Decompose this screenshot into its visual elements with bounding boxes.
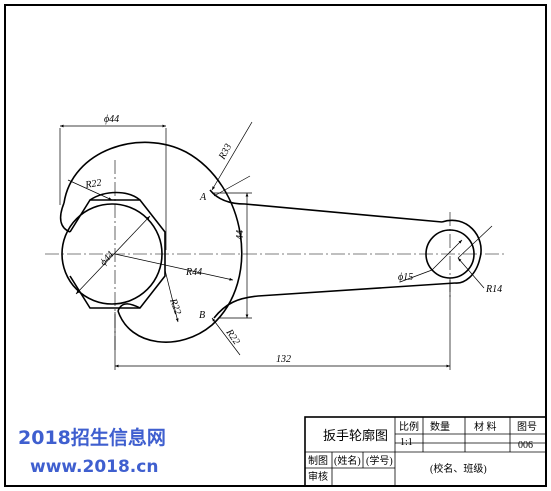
scale-label: 比例	[399, 420, 419, 433]
dim-r-end: R14	[485, 284, 502, 295]
drawing-name: 扳手轮廓图	[323, 428, 388, 443]
dim-r-lower: R22	[223, 327, 242, 347]
quantity-label: 数量	[430, 420, 450, 433]
dim-dia-top: ϕ44	[104, 114, 119, 125]
scale-value: 1:1	[400, 437, 413, 448]
dim-r-top-left: R22	[84, 177, 103, 191]
label-point-a: A	[199, 192, 207, 203]
title-block	[304, 416, 547, 487]
handle-hole	[425, 229, 475, 279]
jaw-hexagon	[69, 199, 166, 309]
handle-bottom-edge	[213, 282, 456, 319]
left-circle	[61, 203, 163, 305]
reviewer-label: 审核	[308, 470, 328, 483]
handle-top-edge	[209, 189, 443, 223]
jaw-lower-arc	[117, 303, 141, 312]
name-placeholder: (姓名)	[334, 454, 361, 467]
student-id-placeholder: (学号)	[366, 454, 393, 467]
dimension-lines	[59, 121, 493, 370]
drawing-no-label: 图号	[517, 421, 537, 433]
drawing-no-value: 006	[518, 440, 533, 451]
material-label: 材 料	[474, 420, 497, 433]
dim-dia-left: ϕ44	[98, 249, 116, 268]
drafter-label: 制图	[308, 454, 328, 467]
dim-length-132: 132	[276, 354, 291, 365]
dim-vertical-44: 44	[235, 230, 246, 240]
dim-r-top-right: R33	[216, 142, 234, 162]
label-point-b: B	[199, 310, 205, 321]
jaw-top-arc	[89, 191, 141, 201]
handle-end-arc	[441, 219, 482, 284]
watermark-line2: www.2018.cn	[30, 457, 158, 477]
dim-r-bottom: R22	[167, 296, 183, 316]
dim-r-horizontal: R44	[185, 267, 202, 278]
dim-dia-small: ϕ15	[398, 272, 413, 283]
head-outer-contour	[63, 141, 243, 343]
sheet-frame	[4, 4, 547, 487]
school-class-placeholder: (校名、班级)	[430, 462, 487, 475]
watermark-line1: 2018招生信息网	[18, 426, 166, 449]
wrench-outline	[59, 141, 482, 343]
